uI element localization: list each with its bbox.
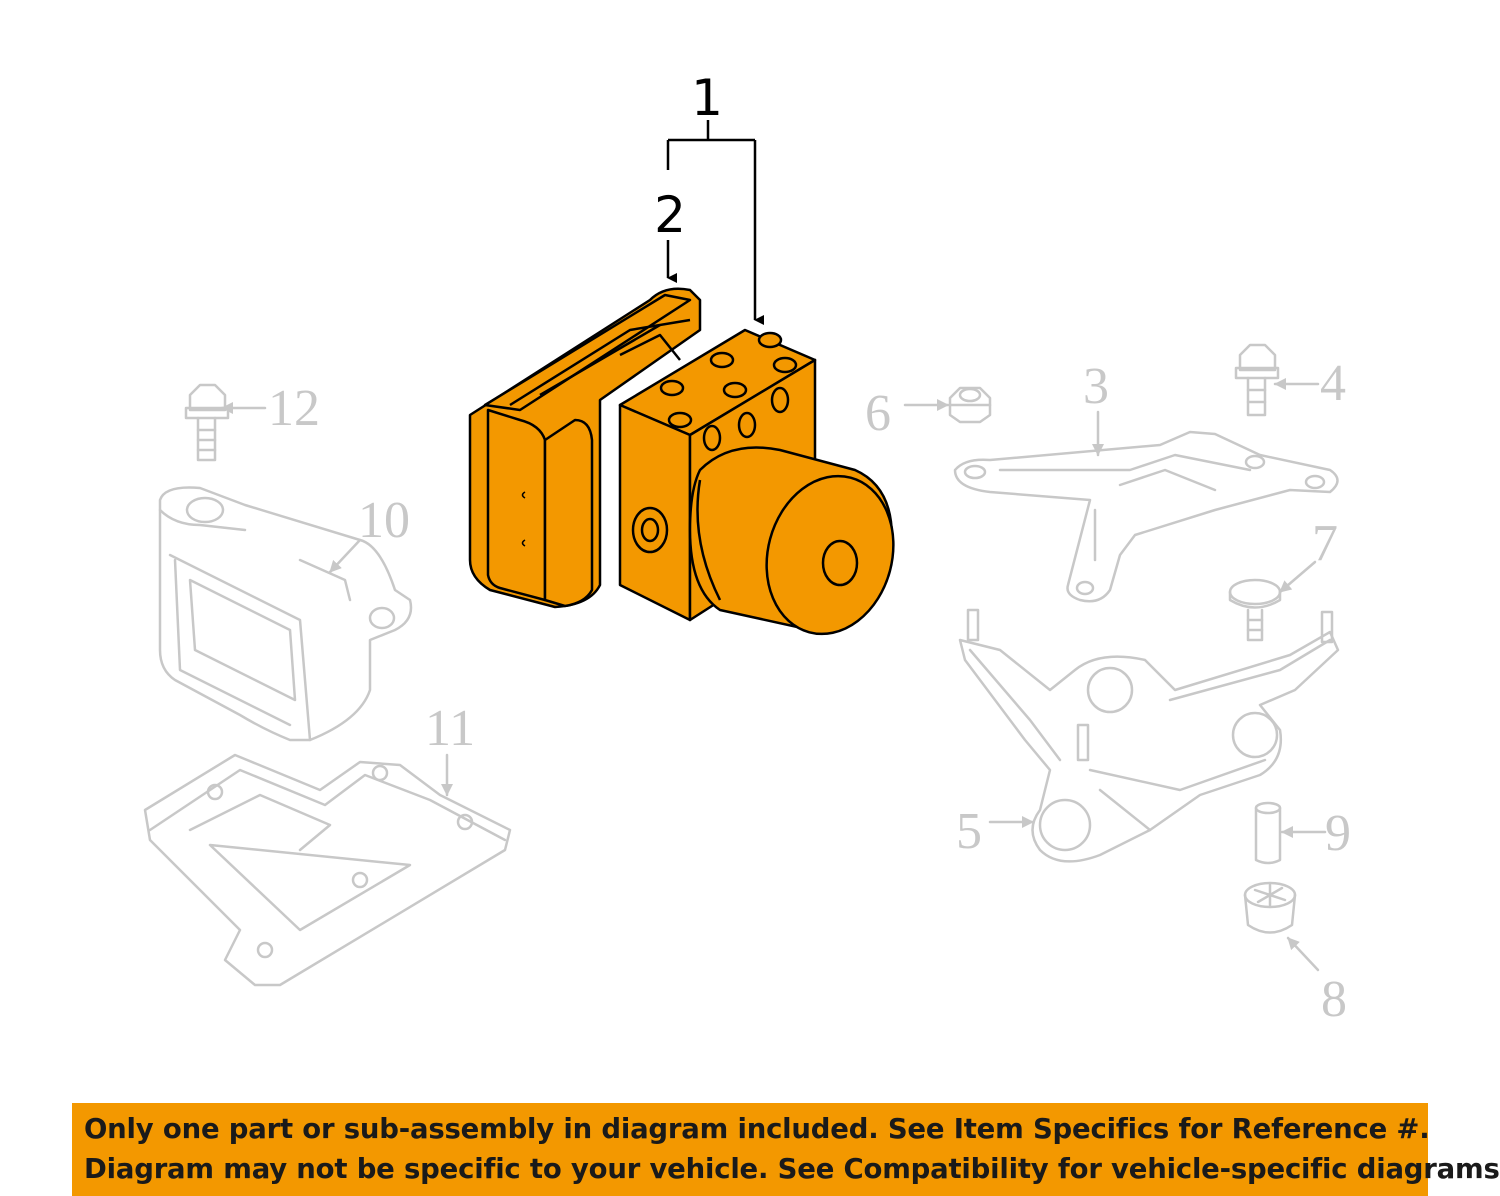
- callout-3: 3: [1083, 358, 1109, 415]
- grommet-8-icon: [1243, 881, 1297, 934]
- disclaimer-banner: Only one part or sub-assembly in diagram…: [72, 1103, 1500, 1196]
- abs-control-module: [468, 287, 702, 609]
- callout-2: 2: [654, 186, 686, 244]
- callout-12: 12: [268, 380, 320, 437]
- upper-bracket-3: [953, 430, 1339, 603]
- sleeve-9-icon: [1254, 801, 1282, 865]
- callout-9: 9: [1325, 805, 1351, 862]
- nut-6-icon: [948, 386, 992, 424]
- abs-module-bracket-10: [158, 486, 413, 742]
- abs-hydraulic-unit: [468, 287, 895, 636]
- callout-4: 4: [1320, 355, 1346, 412]
- leader-lines-ghost: [220, 378, 1327, 972]
- bolt-12-icon: [184, 383, 230, 462]
- leader-lines-main: [666, 120, 764, 325]
- callout-6: 6: [865, 385, 891, 442]
- callout-5: 5: [956, 803, 982, 860]
- abs-pump-motor: [688, 446, 895, 636]
- disclaimer-line-1: Only one part or sub-assembly in diagram…: [84, 1113, 1430, 1145]
- callout-11: 11: [425, 700, 475, 757]
- callout-1: 1: [691, 69, 723, 127]
- mounting-bracket-5: [958, 608, 1340, 863]
- bolt-4-icon: [1234, 343, 1280, 417]
- callout-7: 7: [1312, 515, 1338, 572]
- lower-bracket-11: [143, 753, 512, 987]
- screw-7-icon: [1228, 578, 1282, 642]
- callout-10: 10: [358, 492, 410, 549]
- disclaimer-line-2: Diagram may not be specific to your vehi…: [84, 1153, 1500, 1185]
- callout-8: 8: [1321, 971, 1347, 1028]
